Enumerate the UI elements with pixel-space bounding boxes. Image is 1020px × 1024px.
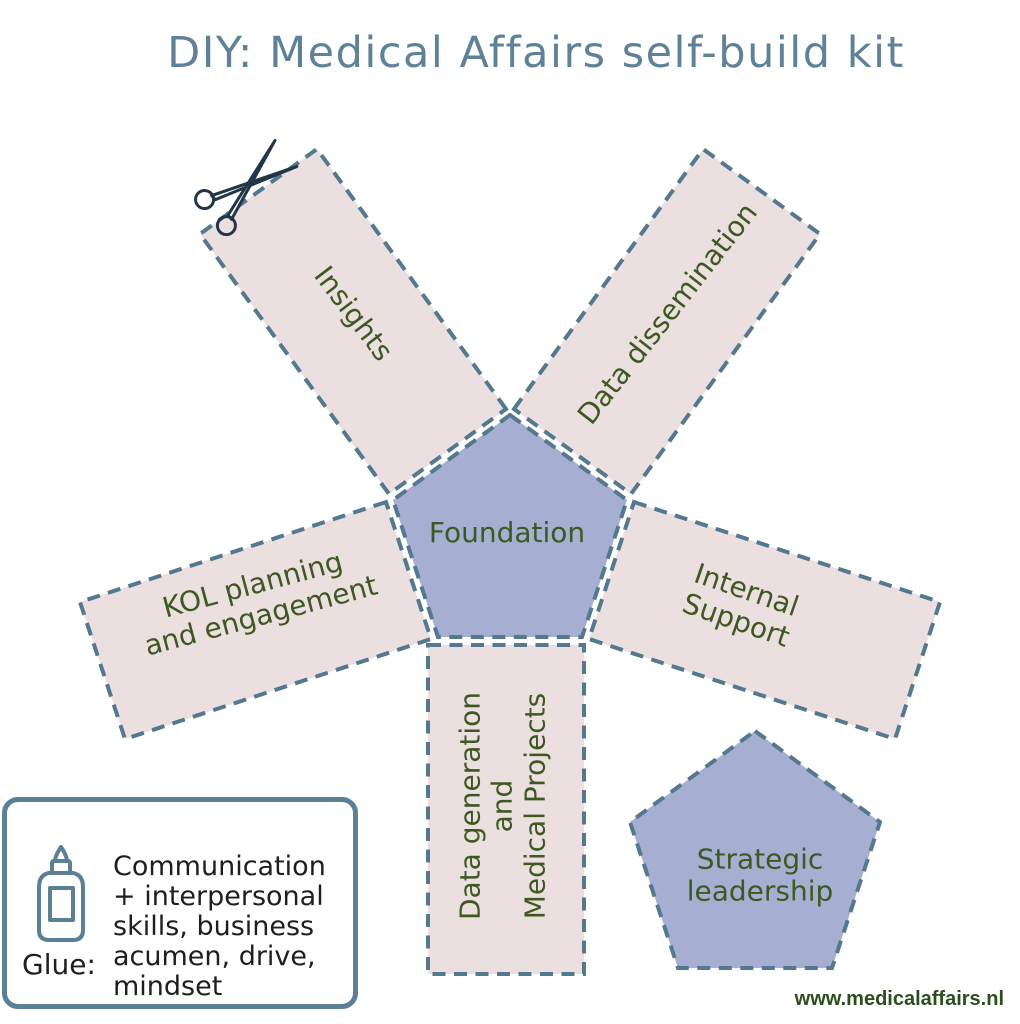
glue-bottle-icon xyxy=(37,845,85,942)
flap-kol-shape xyxy=(77,499,434,742)
flap-data-generation-label: Data generation and Medical Projects xyxy=(453,691,552,921)
foundation-label: Foundation xyxy=(428,515,586,549)
page-title: DIY: Medical Affairs self-build kit xyxy=(167,28,905,78)
glue-legend-box: Glue: Communication + interpersonal skil… xyxy=(2,797,358,1009)
flap-insights-shape xyxy=(197,146,509,497)
strategic-leadership-label: Strategic leadership xyxy=(686,842,834,908)
flap-data-dissemination-shape xyxy=(511,146,823,497)
glue-description: Communication + interpersonal skills, bu… xyxy=(113,851,326,1002)
glue-label: Glue: xyxy=(22,948,96,981)
flap-data-generation-shape xyxy=(426,643,586,976)
foundation-pentagon-shape xyxy=(390,412,630,639)
flap-internal-support-shape xyxy=(586,499,943,742)
scissors-icon xyxy=(194,138,299,237)
strategic-leadership-pentagon-shape xyxy=(627,728,883,970)
website-url: www.medicalaffairs.nl xyxy=(794,988,1004,1010)
